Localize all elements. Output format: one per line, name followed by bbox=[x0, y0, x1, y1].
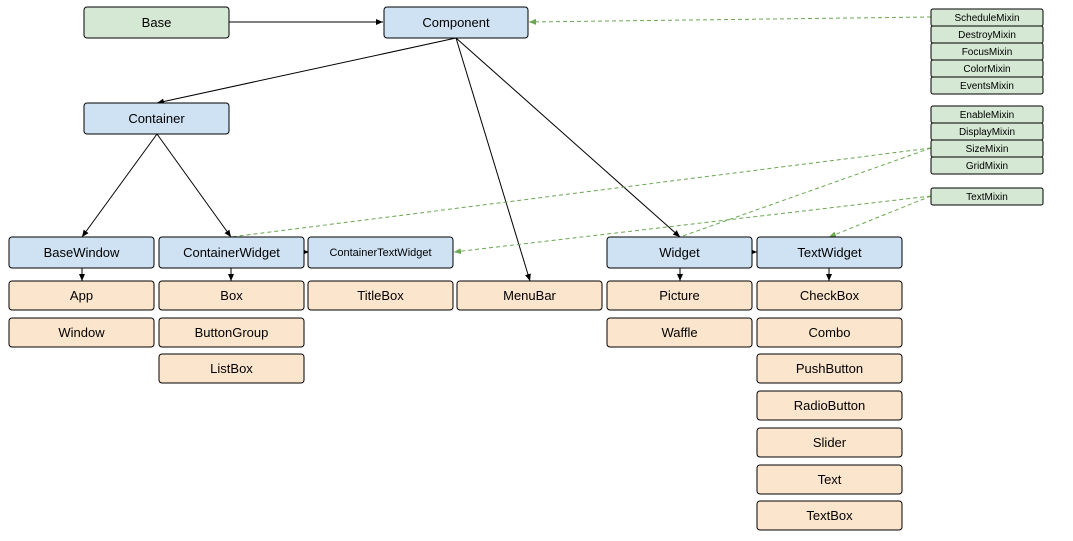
mixin-schedule-label: ScheduleMixin bbox=[954, 13, 1019, 24]
node-app: App bbox=[8, 280, 155, 311]
mixin-display: DisplayMixin bbox=[930, 122, 1044, 141]
node-containerwidget: ContainerWidget bbox=[158, 236, 305, 269]
node-textwidget-label: TextWidget bbox=[797, 245, 862, 260]
node-picture: Picture bbox=[606, 280, 753, 311]
node-box: Box bbox=[158, 280, 305, 311]
node-combo: Combo bbox=[756, 317, 903, 348]
node-app-label: App bbox=[70, 288, 93, 303]
mixin-schedule: ScheduleMixin bbox=[930, 8, 1044, 27]
mixin-destroy: DestroyMixin bbox=[930, 25, 1044, 44]
node-checkbox: CheckBox bbox=[756, 280, 903, 311]
node-picture-label: Picture bbox=[659, 288, 699, 303]
node-widget-label: Widget bbox=[659, 245, 700, 260]
node-base-label: Base bbox=[142, 15, 172, 30]
mixin-size-label: SizeMixin bbox=[966, 144, 1009, 155]
mixin-enable: EnableMixin bbox=[930, 105, 1044, 124]
edge-textmixin-textwidget bbox=[828, 195, 932, 238]
mixin-events-label: EventsMixin bbox=[960, 81, 1014, 92]
node-waffle: Waffle bbox=[606, 317, 753, 348]
node-textbox-label: TextBox bbox=[806, 508, 853, 523]
node-widget: Widget bbox=[606, 236, 753, 269]
node-pushbutton-label: PushButton bbox=[796, 361, 863, 376]
node-combo-label: Combo bbox=[809, 325, 851, 340]
node-base: Base bbox=[83, 6, 230, 39]
node-menubar: MenuBar bbox=[456, 280, 603, 311]
edge-textmixin-containertextwidget bbox=[453, 195, 932, 255]
mixin-color: ColorMixin bbox=[930, 59, 1044, 78]
node-box-label: Box bbox=[220, 288, 243, 303]
node-waffle-label: Waffle bbox=[661, 325, 697, 340]
edge-component-menubar bbox=[455, 37, 531, 282]
node-basewindow: BaseWindow bbox=[8, 236, 155, 269]
mixin-focus-label: FocusMixin bbox=[962, 47, 1013, 58]
mixin-display-label: DisplayMixin bbox=[959, 127, 1015, 138]
node-textbox: TextBox bbox=[756, 500, 903, 531]
node-listbox-label: ListBox bbox=[210, 361, 253, 376]
inheritance-edges bbox=[79, 19, 832, 282]
node-pushbutton: PushButton bbox=[756, 353, 903, 384]
node-titlebox: TitleBox bbox=[307, 280, 454, 311]
node-radiobutton: RadioButton bbox=[756, 390, 903, 421]
node-radiobutton-label: RadioButton bbox=[794, 398, 866, 413]
node-slider-label: Slider bbox=[813, 435, 847, 450]
node-container-label: Container bbox=[128, 111, 185, 126]
mixin-color-label: ColorMixin bbox=[963, 64, 1010, 75]
edge-container-containerwidget bbox=[156, 133, 232, 238]
mixin-destroy-label: DestroyMixin bbox=[958, 30, 1016, 41]
node-text: Text bbox=[756, 464, 903, 495]
node-window-label: Window bbox=[58, 325, 105, 340]
node-listbox: ListBox bbox=[158, 353, 305, 384]
mixin-focus: FocusMixin bbox=[930, 42, 1044, 61]
node-textwidget: TextWidget bbox=[756, 236, 903, 269]
mixin-events: EventsMixin bbox=[930, 76, 1044, 95]
node-containerwidget-label: ContainerWidget bbox=[183, 245, 280, 260]
node-buttongroup-label: ButtonGroup bbox=[195, 325, 269, 340]
mixin-grid: GridMixin bbox=[930, 156, 1044, 175]
edge-schedulemixin-component bbox=[528, 16, 932, 25]
edge-component-widget bbox=[455, 37, 681, 238]
edge-sizemixin-widget bbox=[679, 147, 932, 238]
edge-component-container bbox=[156, 37, 457, 105]
node-checkbox-label: CheckBox bbox=[800, 288, 860, 303]
edge-sizemixin-containerwidget bbox=[230, 147, 932, 238]
node-slider: Slider bbox=[756, 427, 903, 458]
node-menubar-label: MenuBar bbox=[503, 288, 556, 303]
node-container: Container bbox=[83, 102, 230, 135]
node-basewindow-label: BaseWindow bbox=[44, 245, 120, 260]
node-containertextwidget: ContainerTextWidget bbox=[307, 236, 454, 269]
mixin-text-label: TextMixin bbox=[966, 192, 1008, 203]
node-component: Component bbox=[383, 6, 529, 39]
node-component-label: Component bbox=[422, 15, 490, 30]
mixin-grid-label: GridMixin bbox=[966, 161, 1008, 172]
node-buttongroup: ButtonGroup bbox=[158, 317, 305, 348]
node-window: Window bbox=[8, 317, 155, 348]
node-containertextwidget-label: ContainerTextWidget bbox=[329, 247, 431, 259]
mixin-size: SizeMixin bbox=[930, 139, 1044, 158]
mixin-text: TextMixin bbox=[930, 187, 1044, 206]
mixin-edges bbox=[230, 16, 932, 255]
edge-container-basewindow bbox=[81, 133, 158, 238]
mixin-enable-label: EnableMixin bbox=[960, 110, 1014, 121]
node-titlebox-label: TitleBox bbox=[357, 288, 404, 303]
node-text-label: Text bbox=[818, 472, 842, 487]
